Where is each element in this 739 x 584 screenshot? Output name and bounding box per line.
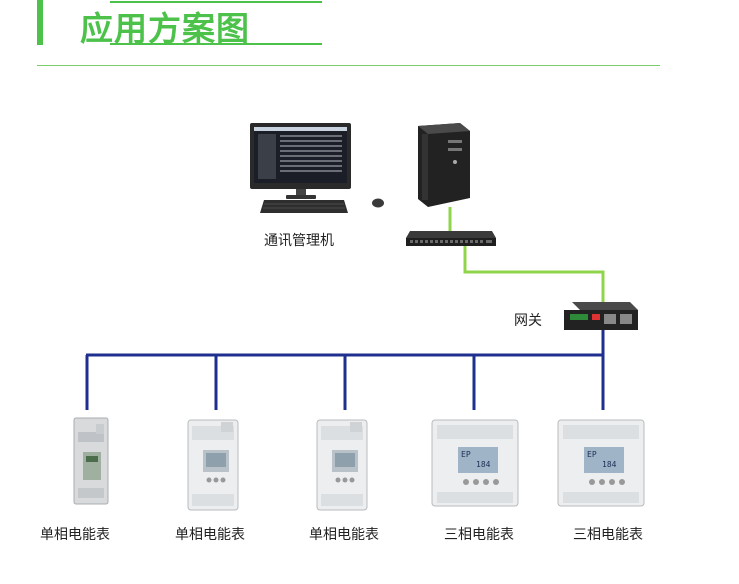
meter-4-display-line1: EP <box>461 450 471 459</box>
gateway-label: 网关 <box>514 313 542 329</box>
computer-label: 通讯管理机 <box>264 233 334 249</box>
mouse-icon <box>372 198 384 208</box>
network-switch-icon <box>406 231 496 246</box>
meter-label-4: 三相电能表 <box>444 527 514 543</box>
meter-5-display-line2: 184 <box>602 460 617 469</box>
meter-5-display-line1: EP <box>587 450 597 459</box>
title-frame <box>110 1 322 45</box>
meter-label-1: 单相电能表 <box>40 527 110 543</box>
title-accent-bar <box>37 0 43 45</box>
meter-4-display-line2: 184 <box>476 460 491 469</box>
meter-label-5: 三相电能表 <box>573 527 643 543</box>
title-divider <box>37 65 660 66</box>
switch-gateway-link <box>463 246 605 302</box>
meter-label-2: 单相电能表 <box>175 527 245 543</box>
monitor-icon <box>250 123 351 199</box>
meter-label-3: 单相电能表 <box>309 527 379 543</box>
meter-single-wide-icon-2 <box>316 419 368 511</box>
meter-single-wide-icon-1 <box>187 419 239 511</box>
meter-three-phase-icon-1 <box>431 419 519 507</box>
page-title: 应用方案图 <box>80 9 250 48</box>
server-tower-icon <box>418 123 470 207</box>
gateway-device-icon <box>564 302 638 330</box>
keyboard-icon <box>260 200 348 213</box>
meter-single-din-icon <box>73 417 109 505</box>
meter-three-phase-icon-2 <box>557 419 645 507</box>
